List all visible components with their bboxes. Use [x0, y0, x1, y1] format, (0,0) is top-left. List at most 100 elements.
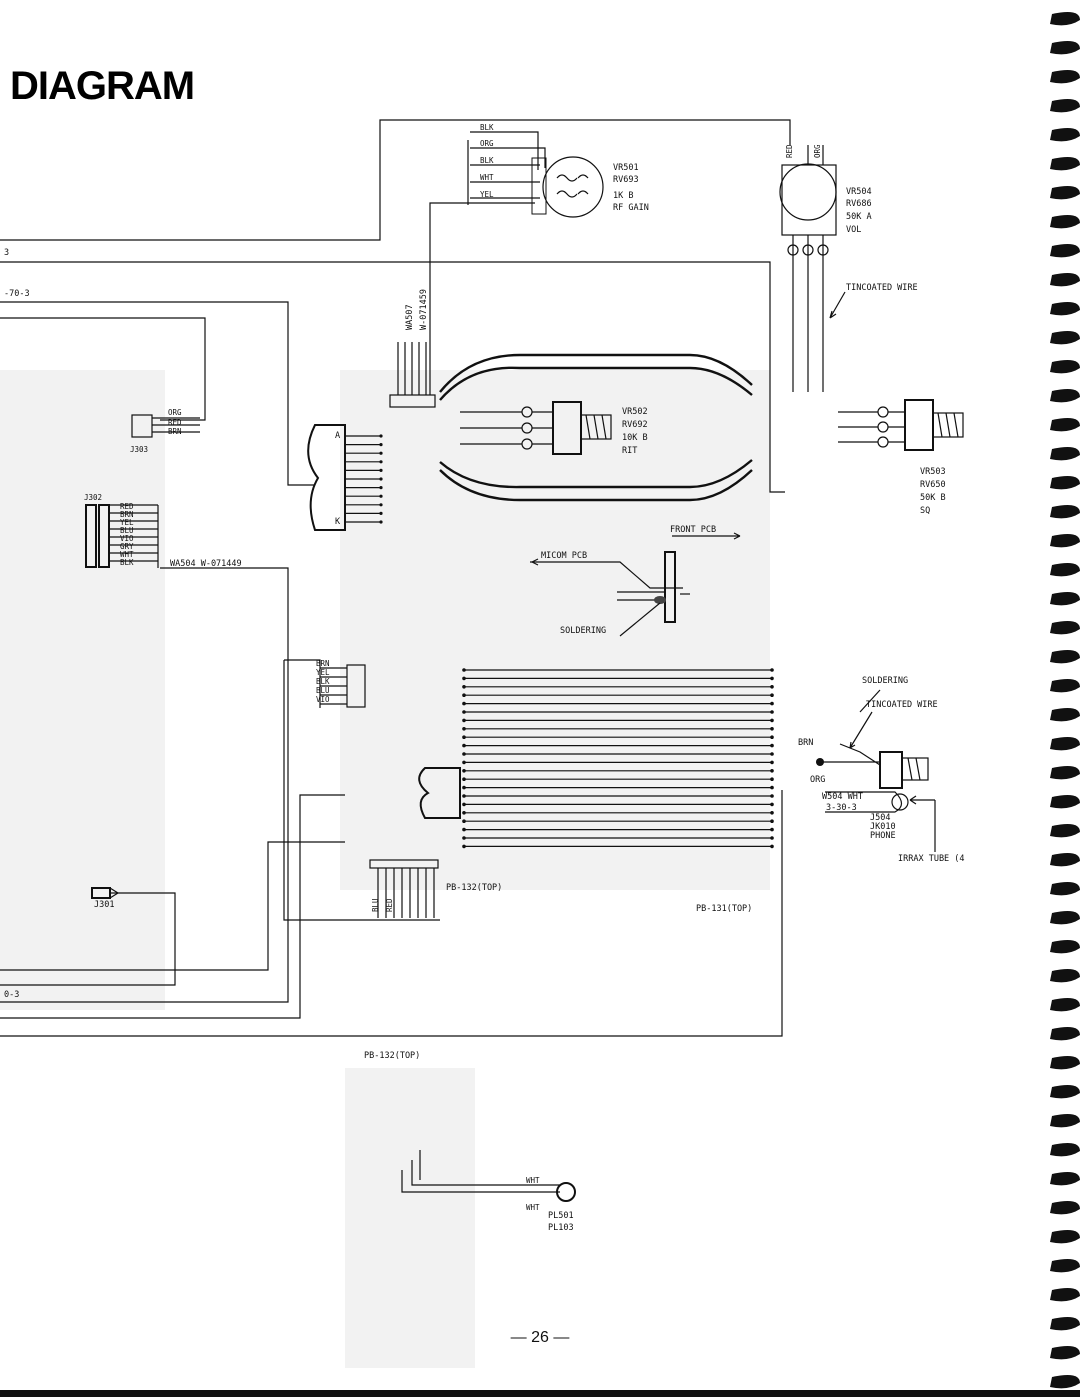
svg-text:J504: J504	[870, 813, 890, 823]
wire-j303-loop	[0, 317, 206, 421]
ribbon-bus-lines	[462, 668, 774, 849]
vr501-label: VR501 RV693 1K B RF GAIN	[613, 163, 649, 213]
page-title: DIAGRAM	[10, 64, 195, 108]
wire-lower-loop	[283, 660, 440, 921]
svg-text:SOLDERING: SOLDERING	[862, 676, 908, 686]
svg-text:RV692: RV692	[622, 420, 648, 430]
vr501-symbol	[556, 174, 589, 198]
svg-text:1K B: 1K B	[613, 191, 633, 201]
vr504-body	[781, 164, 837, 236]
svg-text:3-30-3: 3-30-3	[826, 803, 857, 813]
j303-connector	[131, 414, 200, 438]
pl501-labels: WHT WHT PL501 PL103	[526, 1176, 574, 1233]
soldering-detail	[530, 532, 741, 637]
vr504-wire-labels: RED ORG	[785, 144, 822, 158]
svg-text:W504 WHT: W504 WHT	[822, 792, 863, 802]
page-bottom-border	[0, 1390, 1080, 1397]
svg-text:RED: RED	[385, 898, 394, 912]
svg-text:VIO: VIO	[120, 534, 134, 543]
svg-text:MICOM PCB: MICOM PCB	[541, 551, 587, 561]
vr503-pot	[838, 399, 964, 451]
connector-end-labels: A K	[335, 431, 341, 527]
right-detail-labels: SOLDERING TINCOATED WIRE BRN ORG W504 WH…	[798, 676, 965, 864]
svg-text:BLU: BLU	[316, 686, 330, 695]
bottom-wire-labels: BLU RED	[371, 898, 394, 912]
svg-text:PB-131(TOP): PB-131(TOP)	[696, 904, 752, 914]
wire-wa504	[0, 567, 289, 1003]
wire-top-loop	[0, 119, 791, 241]
page-number: — 26 —	[511, 1329, 570, 1346]
middle-connector	[418, 767, 461, 819]
j301-label: J301	[94, 900, 114, 910]
svg-text:PL501: PL501	[548, 1211, 574, 1221]
vr502-label: VR502 RV692 10K B RIT	[622, 407, 648, 456]
svg-text:VOL: VOL	[846, 225, 861, 235]
svg-text:ORG: ORG	[480, 139, 494, 148]
svg-text:BLK: BLK	[480, 123, 494, 132]
svg-text:0-3: 0-3	[4, 990, 19, 1000]
svg-text:YEL: YEL	[120, 518, 134, 527]
spiral-binding	[1050, 12, 1080, 1389]
svg-text:BLU: BLU	[120, 526, 134, 535]
svg-text:RED: RED	[168, 418, 182, 427]
svg-text:PL103: PL103	[548, 1223, 574, 1233]
svg-text:WHT: WHT	[480, 173, 494, 182]
svg-text:IRRAX TUBE (4: IRRAX TUBE (4	[898, 854, 965, 864]
svg-text:JK010: JK010	[870, 822, 896, 832]
svg-text:BLK: BLK	[480, 156, 494, 165]
vr503-label: VR503 RV650 50K B SQ	[920, 467, 946, 516]
svg-text:SQ: SQ	[920, 506, 930, 516]
lower-wire-labels: BRN YEL BLK BLU VIO	[316, 659, 330, 704]
svg-text:RV693: RV693	[613, 175, 639, 185]
pl501-detail	[401, 1150, 576, 1202]
front-pcb-area	[340, 370, 770, 890]
svg-text:RV650: RV650	[920, 480, 946, 490]
wire-line-70-3	[0, 301, 315, 486]
vr501-wire-labels: BLK ORG BLK WHT YEL	[480, 123, 494, 199]
svg-text:BLU: BLU	[371, 898, 380, 912]
svg-text:W-071459: W-071459	[419, 289, 429, 330]
svg-text:PHONE: PHONE	[870, 831, 896, 841]
wire-center-loop	[0, 841, 345, 971]
svg-text:BRN: BRN	[168, 427, 182, 436]
svg-text:TINCOATED WIRE: TINCOATED WIRE	[866, 700, 938, 710]
svg-text:SOLDERING: SOLDERING	[560, 626, 606, 636]
tincoated-wire-label: TINCOATED WIRE	[846, 283, 918, 293]
svg-text:J302: J302	[84, 493, 102, 502]
svg-text:VR501: VR501	[613, 163, 639, 173]
svg-text:-70-3: -70-3	[4, 289, 30, 299]
j301-connector	[91, 887, 120, 899]
pcb-labels: PB-132(TOP) PB-131(TOP) PB-132(TOP)	[364, 883, 752, 1061]
svg-text:YEL: YEL	[480, 190, 494, 199]
edge-labels: 3 -70-3 0-3	[4, 248, 30, 1000]
svg-text:K: K	[335, 517, 341, 527]
wa504-label: WA504 W-071449	[170, 559, 242, 569]
j302-connector	[85, 504, 159, 568]
svg-text:ORG: ORG	[168, 408, 182, 417]
connector-a-k	[307, 424, 346, 531]
svg-text:BRN: BRN	[316, 659, 330, 668]
svg-text:VIO: VIO	[316, 695, 330, 704]
svg-text:3: 3	[4, 248, 9, 258]
bottom-ribbon	[369, 859, 439, 918]
svg-text:PB-132(TOP): PB-132(TOP)	[446, 883, 502, 893]
svg-text:VR504: VR504	[846, 187, 872, 197]
svg-text:VR502: VR502	[622, 407, 648, 417]
connector-a-k-wires	[345, 434, 383, 524]
svg-text:WHT: WHT	[526, 1203, 540, 1212]
svg-text:50K A: 50K A	[846, 212, 872, 222]
j302-labels: J302 RED BRN YEL BLU VIO GRY WHT BLK	[84, 493, 134, 567]
tincoated-arrow	[829, 291, 846, 319]
vr501-terminals	[531, 157, 547, 215]
pb132-detail-area	[345, 1068, 475, 1368]
phone-jack-detail	[816, 689, 936, 852]
svg-text:RF GAIN: RF GAIN	[613, 203, 649, 213]
vr504-leads	[787, 145, 829, 392]
svg-text:GRY: GRY	[120, 542, 134, 551]
svg-text:BRN: BRN	[120, 510, 134, 519]
wire-j301	[0, 892, 176, 986]
svg-text:A: A	[335, 431, 340, 441]
j303-labels: ORG RED BRN J303	[130, 408, 182, 454]
vr501-pot	[542, 156, 604, 218]
